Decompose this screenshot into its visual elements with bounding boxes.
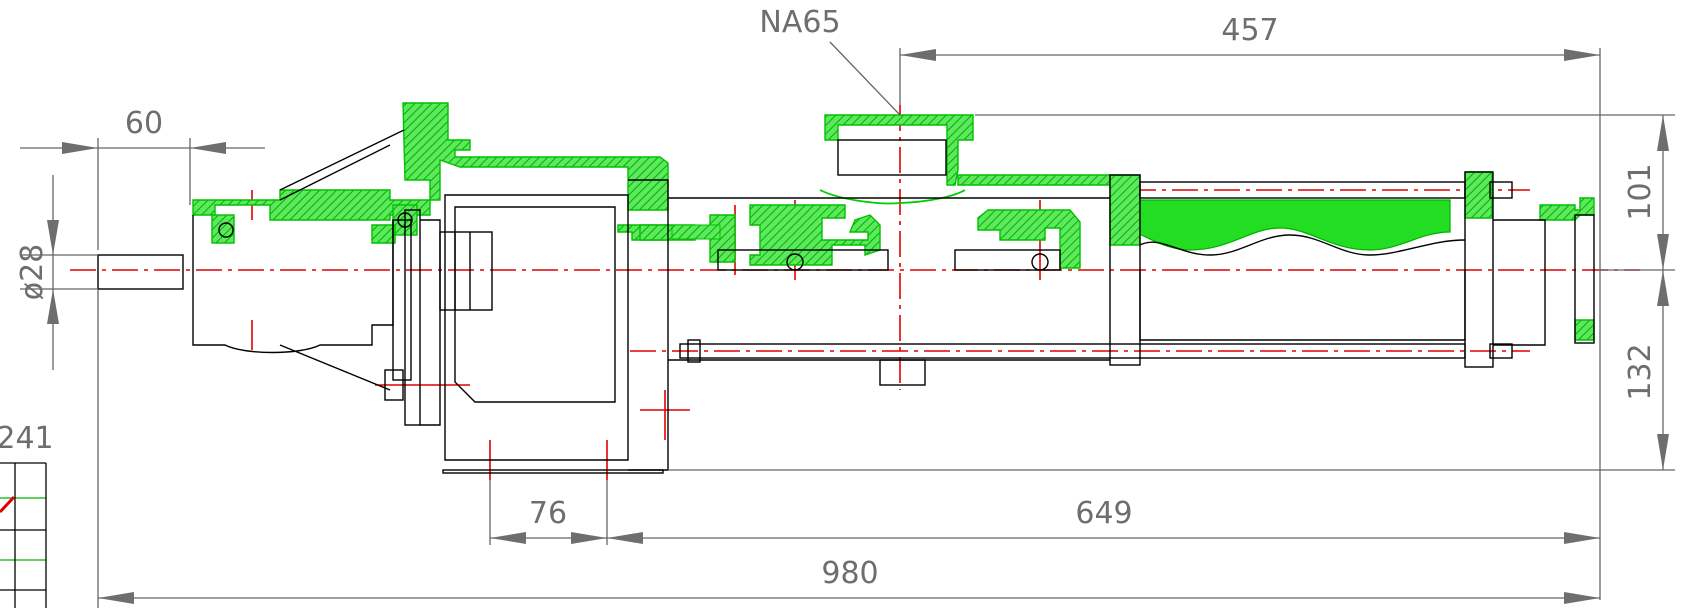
tie-rod-nut-bottom: [1489, 343, 1513, 359]
partial-grid-view: [0, 462, 47, 608]
arrow-457-left: [900, 49, 936, 61]
arrow-132-bottom: [1657, 434, 1669, 470]
motor-flange-outline: [392, 219, 412, 381]
dim-bottom-height: 132: [1623, 343, 1658, 400]
adapter-rim: [420, 219, 441, 426]
drive-shaft-outline: [97, 254, 184, 290]
arrow-76-left: [490, 532, 526, 544]
inlet-flow-arc: [819, 189, 966, 205]
inlet-port-flange: [824, 114, 974, 186]
port-label: NA65: [759, 5, 840, 40]
drain-plug: [879, 359, 926, 386]
arrow-457-right: [1564, 49, 1600, 61]
arrow-980-left: [98, 592, 134, 604]
rotor-profile: [1139, 234, 1466, 256]
discharge-flange-body: [1493, 219, 1546, 346]
coupling-rod-body: [717, 249, 889, 271]
joint-pin-left: [786, 253, 804, 271]
packing-section: [671, 224, 721, 240]
outlet-flange-bottom: [1574, 319, 1595, 341]
stator-clamp-left: [1109, 174, 1141, 246]
bearing-ball-left: [218, 222, 234, 238]
gearbox-rib-top: [279, 129, 405, 201]
tie-rod-nut-left: [687, 339, 701, 363]
dim-base-long: 649: [1075, 496, 1132, 531]
tie-rod-nut-top: [1489, 181, 1513, 199]
outlines: [97, 129, 1595, 474]
arrow-60-left: [62, 142, 98, 154]
dim-overall-length: 980: [821, 556, 878, 591]
gearbox-rib-bottom: [279, 344, 391, 391]
base-line: [442, 469, 664, 474]
discharge-flange-face: [1574, 214, 1595, 344]
centerlines: [70, 105, 1640, 480]
arrow-649-right: [1564, 532, 1600, 544]
dim-shaft-length: 60: [125, 106, 163, 141]
base-bolt: [384, 369, 404, 401]
dim-port-offset: 457: [1221, 13, 1278, 48]
coupling-rod-section: [749, 204, 881, 266]
lantern-outline: [628, 179, 669, 471]
joint-section-right: [977, 209, 1081, 269]
gearbox-body-outline: [192, 215, 394, 354]
upper-tie-rod: [1139, 181, 1466, 199]
stator-tube-lower: [1139, 270, 1466, 341]
arrow-101-top: [1657, 115, 1669, 151]
outlet-flange-top: [1539, 197, 1595, 221]
stator-clamp-right: [1464, 171, 1493, 219]
lower-tie-rod: [679, 343, 1466, 359]
discharge-end-outline: [1464, 171, 1494, 368]
coupling-hub: [439, 231, 493, 311]
bearing-section-left: [211, 214, 235, 244]
bearing-housing-outline: [444, 194, 629, 461]
stator-section: [1109, 199, 1451, 251]
arrow-649-left: [607, 532, 643, 544]
port-leader-line: [829, 41, 901, 116]
dim-base-short: 76: [529, 496, 567, 531]
adapter-plate-outline: [404, 209, 421, 426]
arrow-980-right: [1564, 592, 1600, 604]
arrow-101-bottom: [1657, 234, 1669, 270]
arrow-dia-top: [47, 220, 59, 255]
sectioned-parts: [192, 102, 1595, 341]
bearing-housing-inner: [454, 206, 616, 403]
dim-left-partial: 241: [0, 421, 54, 456]
arrow-dia-bottom: [47, 289, 59, 324]
joint-pin-right: [1031, 253, 1049, 271]
gear-housing-section: [192, 102, 669, 221]
arrow-60-right: [190, 142, 226, 154]
dim-shaft-diameter: ø28: [15, 244, 50, 301]
joint-body-right: [954, 249, 1061, 271]
dimension-lines: 60 ø28 NA65 457 101 132: [0, 5, 1675, 608]
inlet-port-neck: [837, 139, 947, 176]
dim-top-height: 101: [1623, 163, 1658, 220]
bearing-ball-right: [397, 212, 413, 228]
arrow-76-right: [571, 532, 607, 544]
seal-section: [371, 224, 396, 244]
suction-casing-top: [957, 174, 1111, 186]
arrow-132-top: [1657, 270, 1669, 306]
